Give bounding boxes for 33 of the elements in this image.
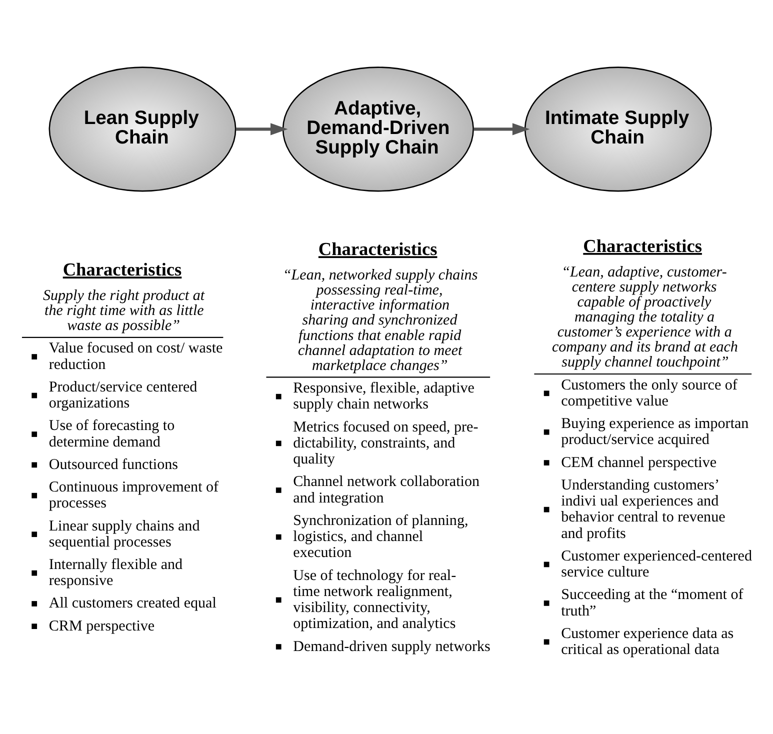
label: CRM perspective xyxy=(48,618,155,634)
label: All customers created equal xyxy=(48,596,216,612)
label: Internally flexible and responsive xyxy=(48,556,183,590)
label: Characteristics xyxy=(318,239,438,260)
label: Succeeding at the “moment of truth” xyxy=(561,587,744,620)
label: Use of technology for real-time network realignment, visibility, connectivity, optimization, and analytics xyxy=(293,568,456,632)
label: Characteristics xyxy=(583,236,702,256)
arrow xyxy=(236,123,288,136)
label: Demand-driven supply networks xyxy=(293,638,490,655)
node-ellipse: Intimate Supply Chain xyxy=(524,66,712,192)
label: Supply the right product at the right time with as little waste as possible” xyxy=(42,288,205,334)
label: Customer experience data as critical as operational data xyxy=(561,626,734,658)
node-ellipse: Lean Supply Chain xyxy=(48,66,236,192)
label: Characteristics xyxy=(62,260,182,280)
label: Product/service centered organizations xyxy=(48,379,198,412)
label: Responsive, flexible, adaptive supply chain networks xyxy=(293,380,475,413)
label: “Lean, networked supply chains possessing real-time, interactive information sharing and synchronized functions that enable rapid channel adaptation to meet marketplace changes” xyxy=(282,268,478,374)
label: Use of forecasting to determine demand xyxy=(48,418,175,450)
label: Buying experience as importan product/service acquired xyxy=(561,416,749,448)
label: Value focused on cost/ waste reduction xyxy=(48,340,223,373)
label: Continuous improvement of processes xyxy=(48,480,219,512)
label: Synchronization of planning, logistics, and channel execution xyxy=(293,512,468,562)
label: CEM channel perspective xyxy=(561,454,717,471)
label: Customers the only source of competitive value xyxy=(561,377,738,410)
label: Customer experienced-centered service culture xyxy=(561,548,752,581)
node-ellipse: Adaptive, Demand-Driven Supply Chain xyxy=(282,66,474,192)
label: Metrics focused on speed, pre-dictability, constraints, and quality xyxy=(293,419,478,468)
label: Outsourced functions xyxy=(48,456,178,473)
label: Linear supply chains and sequential processes xyxy=(48,518,200,550)
label: Understanding customers’ indivi ual experiences and behavior central to revenue and profits xyxy=(561,477,726,542)
label: “Lean, adaptive, customer-centere supply networks capable of proactively managing the totality a customer’s experience with a company and its brand at each supply channel touchpoint” xyxy=(552,264,738,371)
arrow xyxy=(474,123,530,136)
label: Channel network collaboration and integration xyxy=(293,474,480,506)
